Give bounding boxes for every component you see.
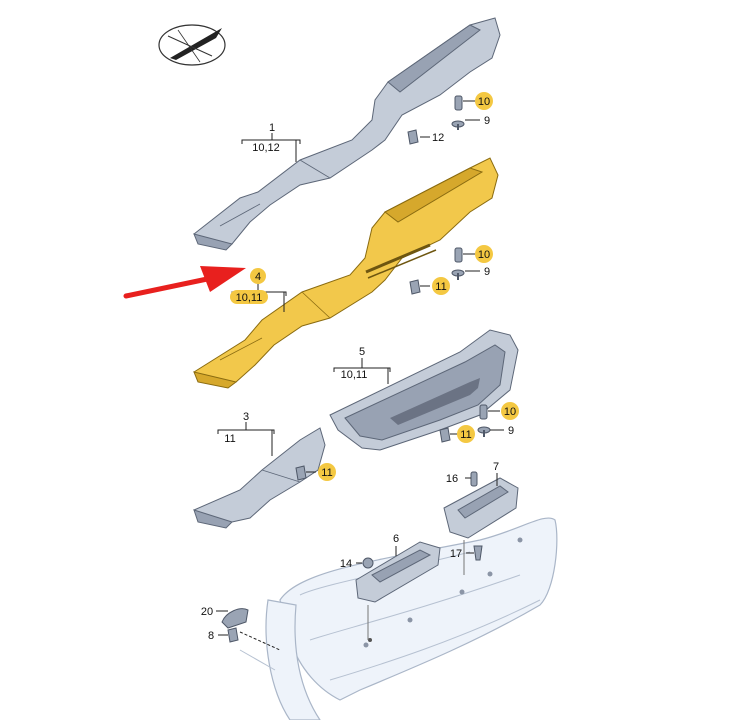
car-orientation-icon — [158, 24, 226, 66]
label-washer-9-low: 9 — [508, 425, 514, 437]
fastener-parts — [221, 95, 491, 643]
red-arrow-icon — [123, 266, 246, 299]
label-clip-11-mid: 11 — [435, 281, 446, 293]
label-part-5-sub: 10,11 — [341, 369, 368, 381]
label-clip-11-low: 11 — [460, 429, 471, 441]
label-screw-10-low: 10 — [504, 406, 516, 418]
label-clip-12: 12 — [432, 132, 444, 144]
label-part-1-sub: 10,12 — [252, 142, 280, 154]
label-part-20: 20 — [201, 606, 213, 618]
part-1-upper-trim[interactable] — [193, 17, 501, 251]
part-5-step-plate[interactable] — [329, 329, 519, 451]
label-part-4-sub: 10,11 — [236, 292, 263, 304]
label-washer-9-mid: 9 — [484, 266, 490, 278]
label-washer-9-top: 9 — [484, 115, 490, 127]
part-6-bracket[interactable] — [355, 541, 441, 642]
label-clip-11-part3: 11 — [321, 467, 332, 479]
label-part-16: 16 — [446, 473, 458, 485]
label-part-3-sub: 11 — [224, 433, 235, 445]
label-part-4: 4 — [255, 271, 261, 283]
callout-labels: 1 10,12 4 10,11 5 10,11 3 11 10 9 12 10 … — [201, 96, 516, 642]
label-part-5: 5 — [359, 346, 365, 358]
label-part-7: 7 — [493, 461, 499, 473]
part-3-lower-trim[interactable] — [193, 427, 326, 529]
label-screw-10-top: 10 — [478, 96, 490, 108]
label-part-3: 3 — [243, 411, 249, 423]
door-sill-ghost — [239, 517, 558, 720]
label-part-17: 17 — [450, 548, 462, 560]
part-7-bracket[interactable] — [443, 477, 519, 575]
label-screw-10-mid: 10 — [478, 249, 490, 261]
label-part-6: 6 — [393, 533, 399, 545]
label-part-1: 1 — [269, 122, 275, 134]
callout-badges — [230, 92, 519, 481]
label-part-8: 8 — [208, 630, 214, 642]
label-part-14: 14 — [340, 558, 352, 570]
part-4-highlighted-trim[interactable] — [193, 157, 499, 389]
